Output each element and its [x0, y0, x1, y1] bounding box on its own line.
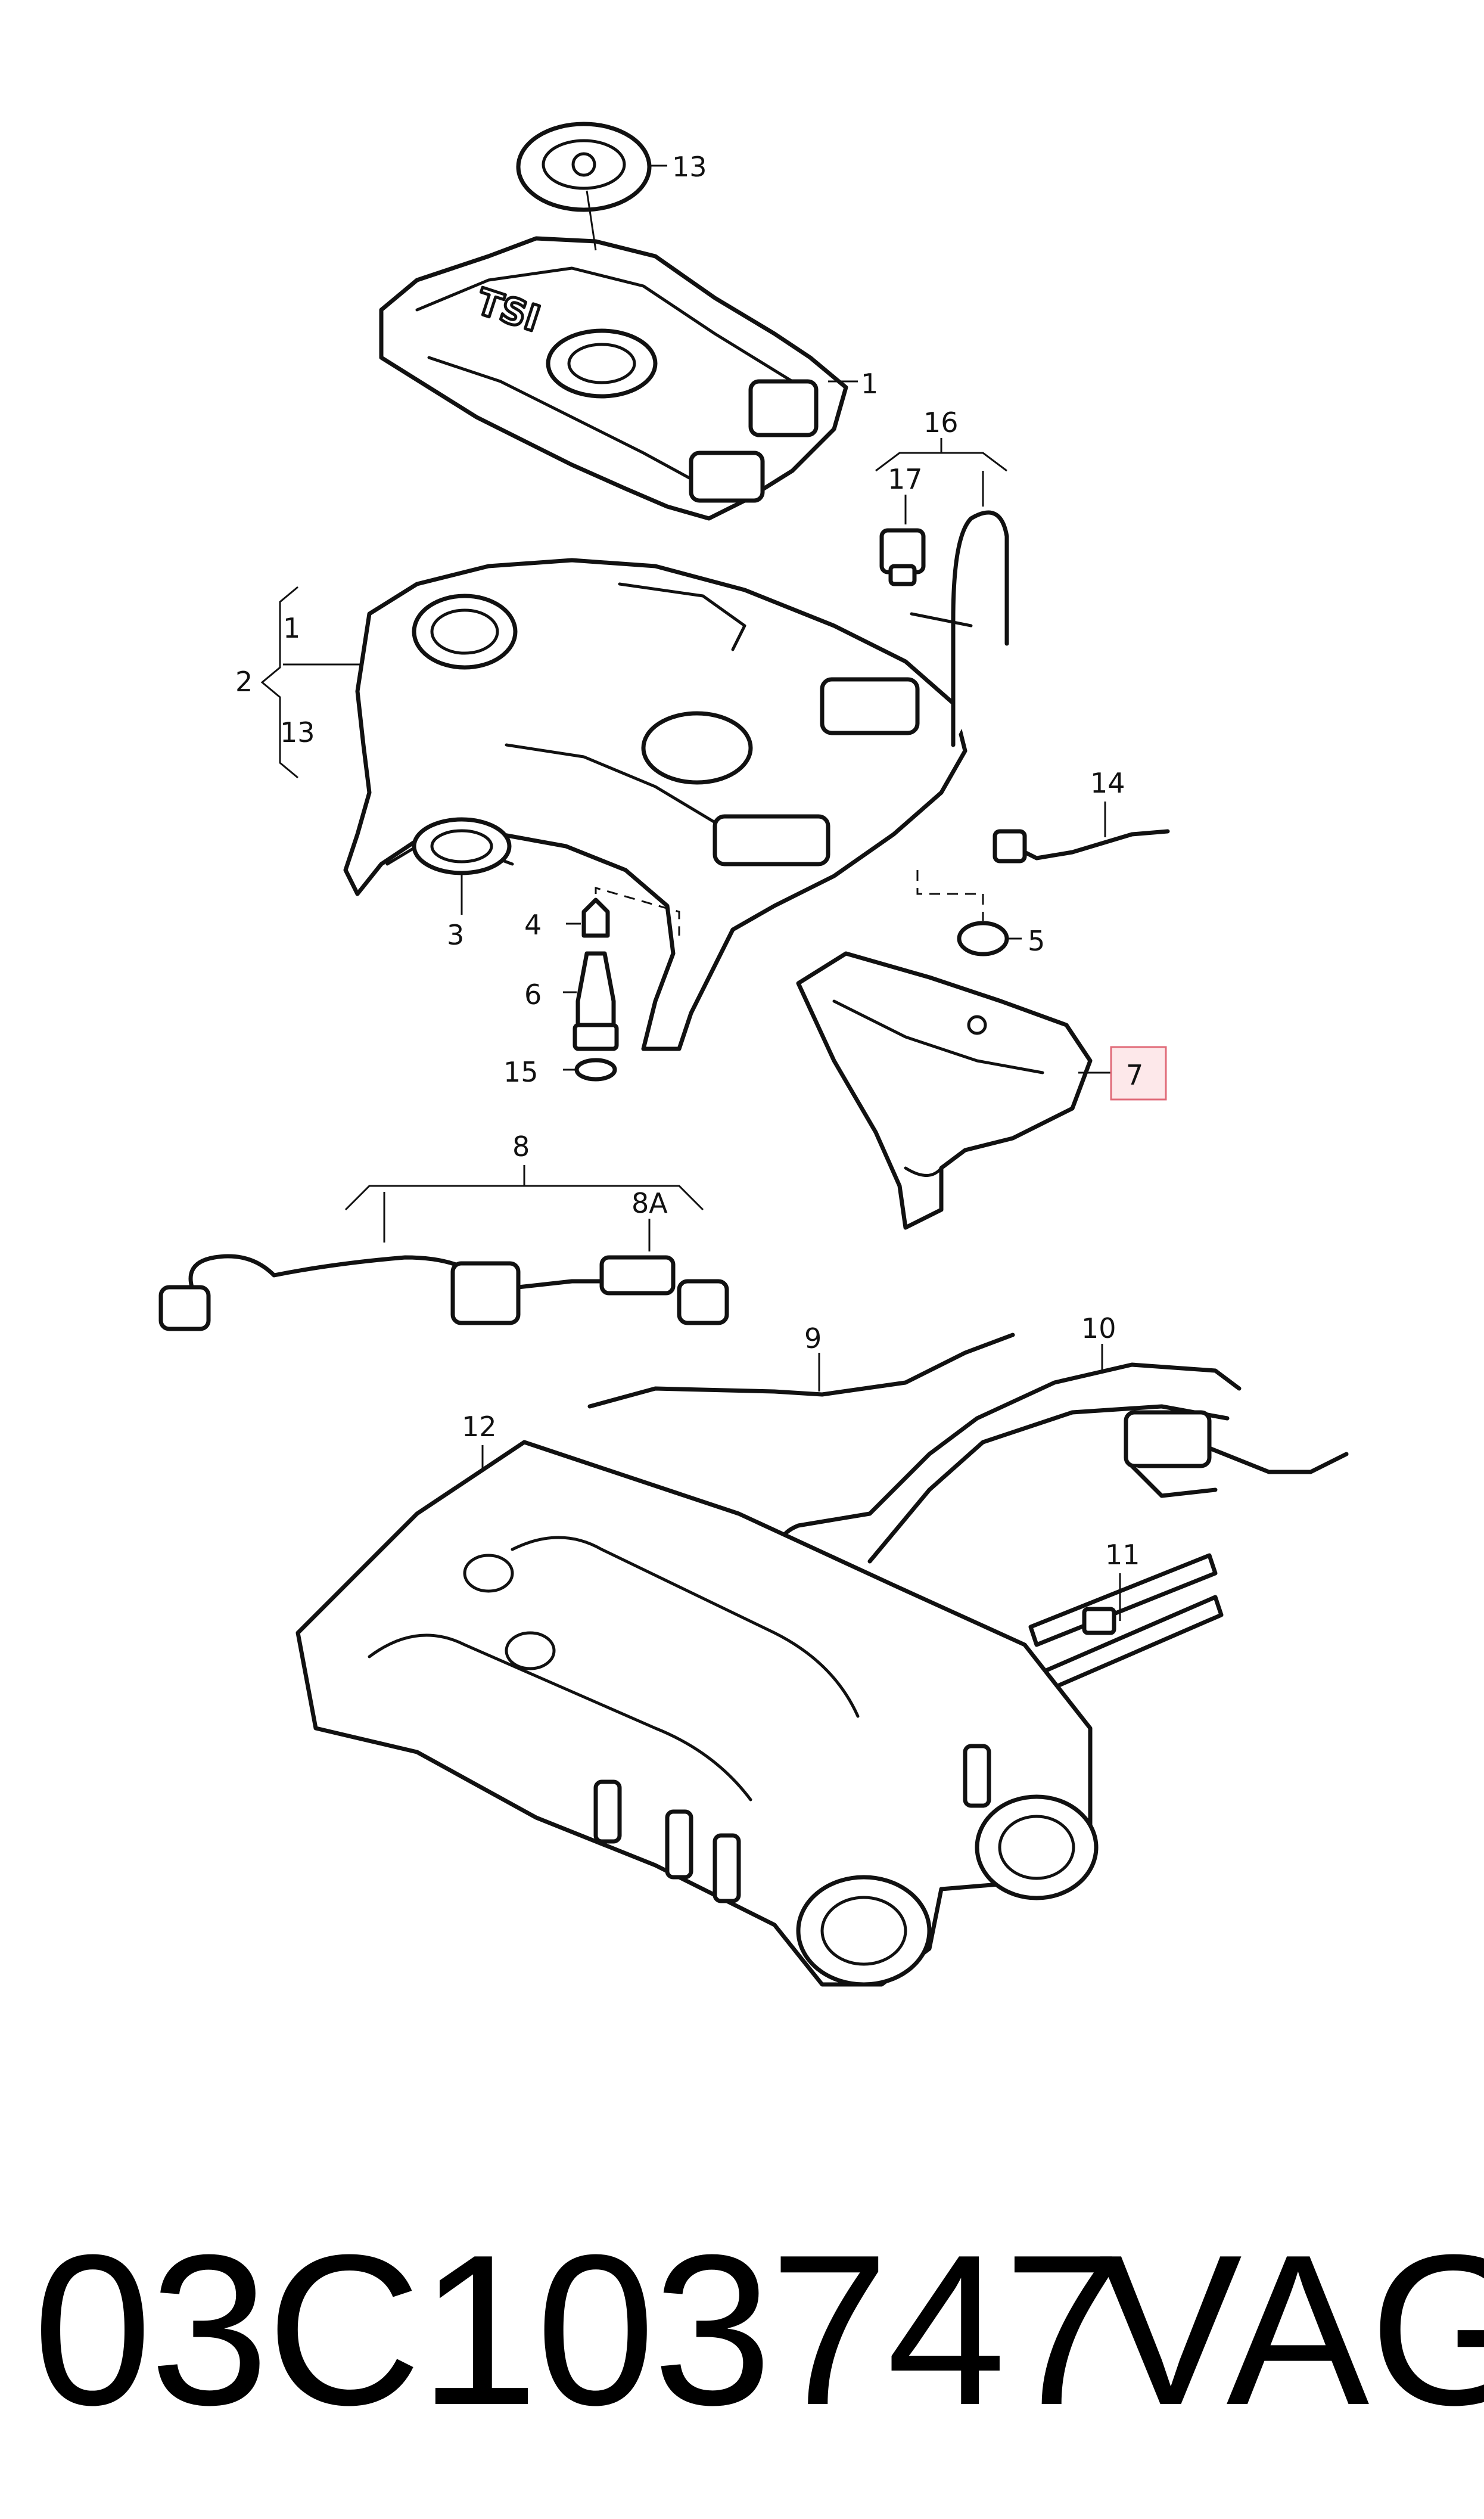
part-grommet — [412, 817, 512, 875]
group-bracket-2 — [260, 586, 298, 779]
callout-3: 3 — [447, 919, 464, 951]
callout-15: 15 — [503, 1056, 539, 1088]
callout-9: 9 — [804, 1322, 822, 1355]
callout-1-top: 1 — [861, 368, 878, 400]
callout-7-highlight — [1110, 1046, 1167, 1101]
callout-2: 2 — [235, 666, 253, 698]
callout-13-top: 13 — [672, 151, 707, 183]
callout-6: 6 — [524, 979, 542, 1011]
part-emblem-cap — [516, 122, 652, 212]
part-cover-clip — [581, 897, 610, 938]
callout-14: 14 — [1090, 767, 1125, 799]
part-cable-tie — [1028, 1553, 1224, 1695]
part-vacuum-line-14 — [993, 829, 1170, 864]
callout-5: 5 — [1028, 925, 1045, 957]
part-engine-cover: TSI — [379, 236, 848, 521]
part-number: 03C103747 — [33, 2210, 1123, 2450]
callout-1-bracket: 1 — [283, 612, 300, 644]
part-breather-hose-8 — [158, 1254, 729, 1331]
callout-8a: 8A — [631, 1187, 668, 1219]
callout-7: 7 — [1126, 1059, 1143, 1091]
brand-name: VAG — [1099, 2210, 1484, 2450]
callout-12: 12 — [462, 1411, 497, 1443]
part-grommet-5 — [957, 921, 1009, 956]
part-oil-funnel — [796, 951, 1093, 1230]
part-connector-17 — [879, 528, 926, 586]
part-lower-engine-cover — [343, 558, 967, 1051]
callout-16: 16 — [923, 406, 959, 439]
footer: 03C103747 VAG — [33, 2205, 1484, 2467]
part-breather-hose-16 — [951, 510, 1009, 747]
part-pipe-9 — [587, 1333, 1015, 1409]
callout-10: 10 — [1081, 1312, 1116, 1344]
part-camshaft-housing — [295, 1440, 1099, 1987]
part-mounting-stud — [573, 951, 619, 1051]
callout-17: 17 — [888, 463, 923, 495]
callout-11: 11 — [1105, 1539, 1140, 1571]
part-washer — [574, 1058, 617, 1082]
callout-4: 4 — [524, 909, 542, 941]
part-vacuum-hose-10 — [779, 1362, 1349, 1564]
callout-8: 8 — [512, 1130, 530, 1163]
callout-13-bracket: 13 — [280, 716, 315, 748]
